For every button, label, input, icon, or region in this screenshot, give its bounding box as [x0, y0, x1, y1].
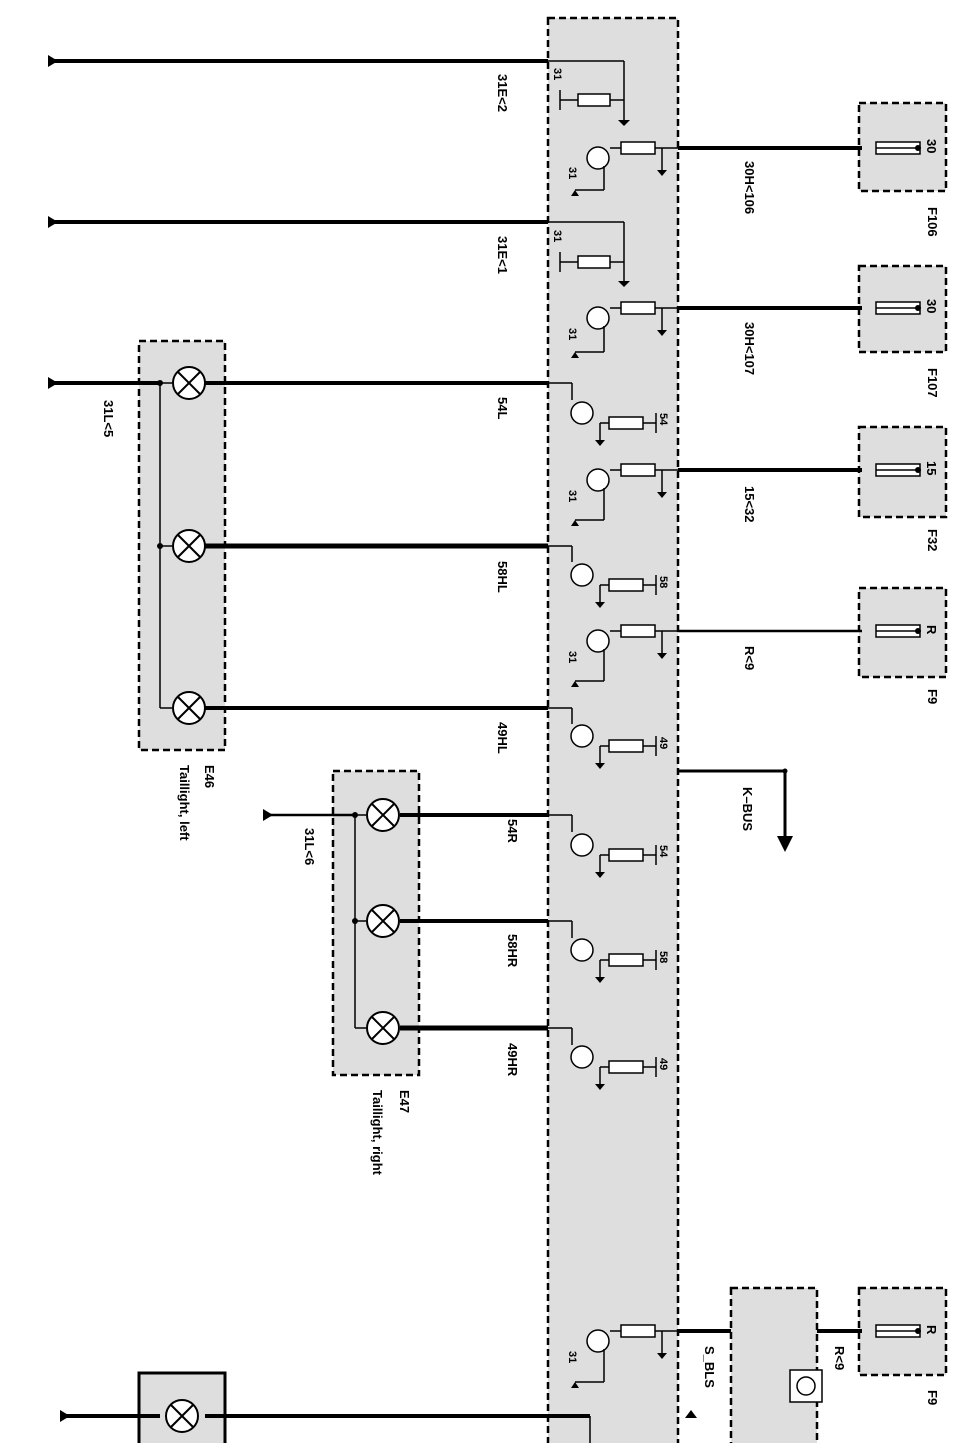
label-bottom-r9: R<9 [832, 1346, 847, 1370]
output-line-58hr [400, 919, 657, 983]
bottom-supply-line [571, 1324, 921, 1418]
pin-31: 31 [566, 490, 578, 502]
output-line-54l [48, 377, 657, 446]
ground-line-31e2 [48, 55, 630, 126]
fuse-rating-f107: 30 [924, 299, 939, 313]
supply-line-r9 [571, 624, 921, 687]
fuse-name-f107: F107 [925, 368, 940, 398]
label-58hl: 58HL [495, 561, 510, 593]
supply-line-15-32 [571, 463, 921, 526]
lamp-icon [172, 691, 206, 725]
pin-31: 31 [551, 230, 563, 242]
lamp-icon [366, 798, 400, 832]
label-58hr: 58HR [505, 934, 520, 968]
taillight-right-ground: 31L<6 [302, 828, 317, 865]
fuse-rating-f32: 15 [924, 461, 939, 475]
bottom-lamp-line [60, 1399, 591, 1443]
fuse-name-f32: F32 [925, 529, 940, 551]
taillight-right-desc: Taillight, right [370, 1090, 385, 1176]
output-line-58hl [205, 543, 657, 608]
ground-line-31e1 [48, 216, 630, 287]
lamp-icon [165, 1399, 199, 1433]
pin-31: 31 [566, 167, 578, 179]
label-54r: 54R [505, 819, 520, 843]
pin-31: 31 [566, 1351, 578, 1363]
label-49hr: 49HR [505, 1043, 520, 1077]
pin-49: 49 [657, 1058, 669, 1070]
taillight-left-id: E46 [202, 765, 217, 788]
label-54l: 54L [495, 397, 510, 419]
lamp-icon [366, 904, 400, 938]
kbus-line [678, 768, 793, 852]
lamp-icon [172, 529, 206, 563]
label-31e1: 31E<1 [495, 236, 510, 274]
output-line-49hr [400, 1025, 657, 1090]
taillight-left-desc: Taillight, left [177, 765, 192, 841]
pin-31: 31 [566, 328, 578, 340]
label-r9: R<9 [742, 646, 757, 670]
pin-31: 31 [566, 651, 578, 663]
lamp-icon [366, 1011, 400, 1045]
taillight-left-ground: 31L<5 [101, 400, 116, 437]
label-31e2: 31E<2 [495, 74, 510, 112]
fuse-rating-f9-bottom: R [924, 1325, 939, 1335]
supply-line-30h106 [571, 141, 921, 196]
pin-49: 49 [657, 737, 669, 749]
taillight-right-id: E47 [397, 1090, 412, 1113]
pin-54: 54 [657, 413, 669, 426]
fuse-name-f106: F106 [925, 207, 940, 237]
pin-58: 58 [657, 576, 669, 588]
control-module-box [546, 16, 680, 1443]
label-30h106: 30H<106 [742, 161, 757, 214]
fuse-rating-f9: R [924, 625, 939, 635]
taillight-left-lamps [157, 366, 206, 725]
label-15-32: 15<32 [742, 486, 757, 523]
label-s-bls: S_BLS [702, 1346, 717, 1388]
fuse-name-f9-bottom: F9 [925, 1390, 940, 1405]
pin-54: 54 [657, 845, 669, 858]
pin-31: 31 [551, 68, 563, 80]
output-line-54r [263, 809, 657, 878]
supply-line-30h107 [571, 301, 921, 358]
label-30h107: 30H<107 [742, 322, 757, 375]
pin-58: 58 [657, 951, 669, 963]
bls-switch-box [729, 1286, 819, 1443]
fuse-rating-f106: 30 [924, 139, 939, 153]
lamp-icon [172, 366, 206, 400]
label-49hl: 49HL [495, 722, 510, 754]
output-line-49hl [205, 706, 657, 769]
label-kbus: K–BUS [740, 787, 755, 831]
taillight-right-lamps [352, 798, 400, 1045]
fuse-name-f9: F9 [925, 689, 940, 704]
